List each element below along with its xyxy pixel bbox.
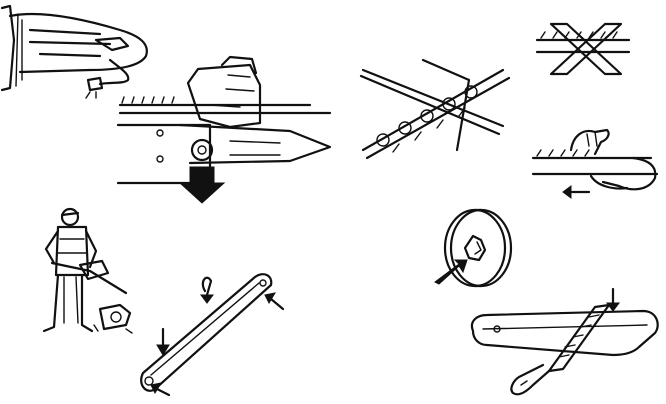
chain-check-hand-icon (523, 120, 666, 210)
chain-tension-arrow-icon (110, 55, 333, 205)
operator-cutting-log-icon (30, 205, 140, 340)
worn-chain-x-icon (533, 20, 633, 80)
right-instruction-panel (333, 0, 666, 404)
guide-bar-file-icon (463, 285, 666, 400)
left-instruction-panel (0, 0, 333, 404)
guide-bar-lubrication-points-icon (135, 265, 295, 400)
damaged-chain-crossed-out-icon (353, 40, 523, 170)
